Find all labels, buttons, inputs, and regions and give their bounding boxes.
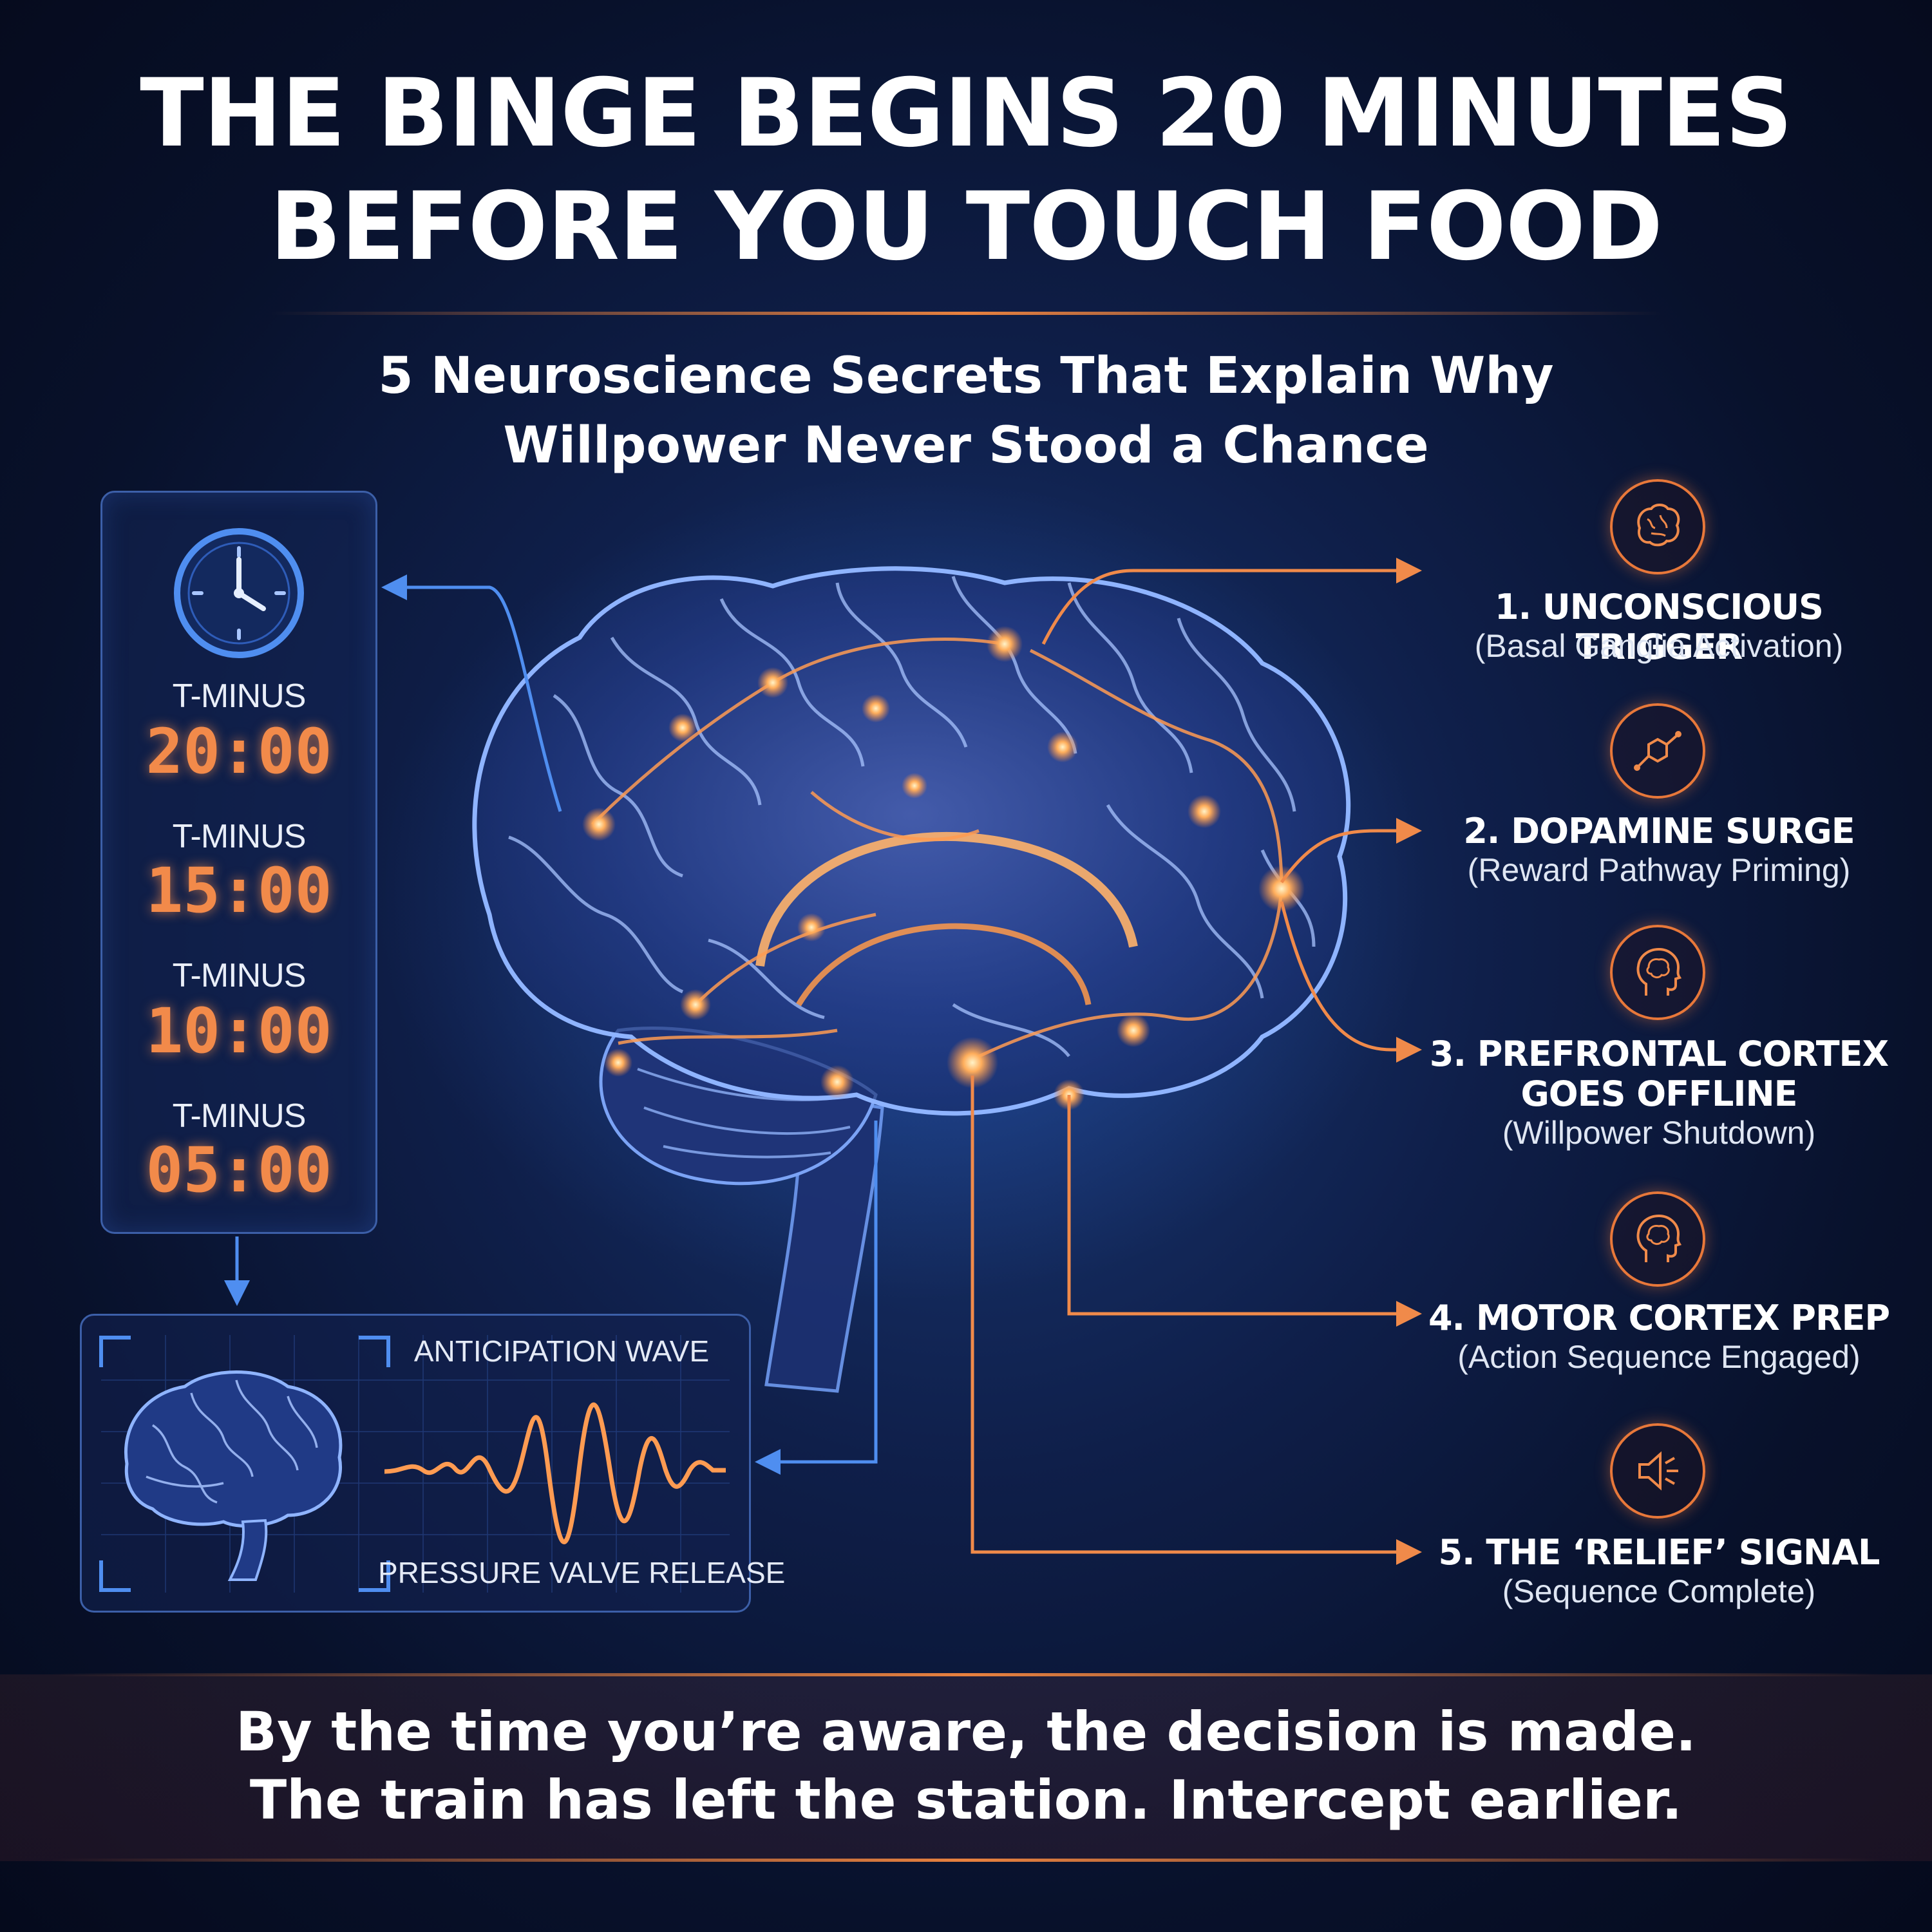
countdown-label-4: T-MINUS xyxy=(172,1097,307,1135)
countdown-value-3: 10:00 xyxy=(146,995,332,1067)
countdown-value-4: 05:00 xyxy=(146,1134,332,1206)
countdown-value-2: 15:00 xyxy=(146,855,332,927)
footer-top-divider xyxy=(52,1673,1880,1676)
countdown-label-1: T-MINUS xyxy=(172,677,307,715)
footer-line1: By the time you’re aware, the decision i… xyxy=(236,1700,1696,1763)
step-3-title: 3. PREFRONTAL CORTEX GOES OFFLINE xyxy=(1408,1034,1910,1114)
footer-bottom-divider xyxy=(52,1859,1880,1862)
countdown-panel: T-MINUS 20:00 T-MINUS 15:00 T-MINUS 10:0… xyxy=(100,491,377,1234)
step-4-subtitle: (Action Sequence Engaged) xyxy=(1457,1339,1861,1375)
step-1-icon xyxy=(1610,479,1705,574)
main-title-line1: THE BINGE BEGINS 20 MINUTES xyxy=(140,59,1793,168)
step-2-icon xyxy=(1610,703,1705,799)
step-1-subtitle: (Basal Ganglia Activation) xyxy=(1474,628,1844,664)
clock-icon xyxy=(174,528,304,658)
step-5-subtitle: (Sequence Complete) xyxy=(1502,1573,1816,1609)
step-3-icon xyxy=(1610,925,1705,1020)
step-3-subtitle: (Willpower Shutdown) xyxy=(1502,1115,1816,1151)
countdown-value-1: 20:00 xyxy=(146,715,332,788)
wave-top-label: ANTICIPATION WAVE xyxy=(413,1334,710,1368)
step-4-icon xyxy=(1610,1191,1705,1287)
subtitle: 5 Neuroscience Secrets That Explain Why … xyxy=(0,341,1932,480)
step-5-title: 5. THE ‘RELIEF’ SIGNAL xyxy=(1438,1532,1880,1573)
small-brain-icon xyxy=(124,1370,343,1581)
wave-bottom-label: PRESSURE VALVE RELEASE xyxy=(378,1556,786,1589)
step-2-subtitle: (Reward Pathway Priming) xyxy=(1467,852,1851,888)
title-divider xyxy=(270,312,1662,315)
subtitle-line2: Willpower Never Stood a Chance xyxy=(503,417,1429,475)
speaker-icon xyxy=(1638,1451,1678,1491)
molecule-icon xyxy=(1634,731,1681,771)
step-4-title: 4. MOTOR CORTEX PREP xyxy=(1428,1298,1890,1338)
main-title: THE BINGE BEGINS 20 MINUTES BEFORE YOU T… xyxy=(0,57,1932,283)
main-title-line2: BEFORE YOU TOUCH FOOD xyxy=(269,172,1663,281)
step-3-title-line1: 3. PREFRONTAL CORTEX xyxy=(1429,1034,1889,1074)
brain-icon xyxy=(1637,504,1680,547)
step-2-title: 2. DOPAMINE SURGE xyxy=(1463,811,1855,851)
step-1-title: 1. UNCONSCIOUS TRIGGER xyxy=(1495,587,1824,667)
footer-band xyxy=(0,1674,1932,1861)
footer-line2: The train has left the station. Intercep… xyxy=(249,1768,1683,1832)
subtitle-line1: 5 Neuroscience Secrets That Explain Why xyxy=(378,347,1554,405)
footer-message: By the time you’re aware, the decision i… xyxy=(0,1698,1932,1834)
head-brain-icon xyxy=(1636,947,1682,996)
anticipation-waveform xyxy=(384,1403,726,1544)
anticipation-wave-panel: ANTICIPATION WAVE PRESSURE VALVE RELEASE xyxy=(80,1314,786,1613)
wave-graphic xyxy=(99,1335,730,1593)
step-3-title-line2: GOES OFFLINE xyxy=(1520,1074,1797,1114)
countdown-label-3: T-MINUS xyxy=(172,957,307,994)
head-brain-icon xyxy=(1636,1214,1682,1262)
countdown-label-2: T-MINUS xyxy=(172,818,307,855)
step-5-icon xyxy=(1610,1423,1705,1519)
